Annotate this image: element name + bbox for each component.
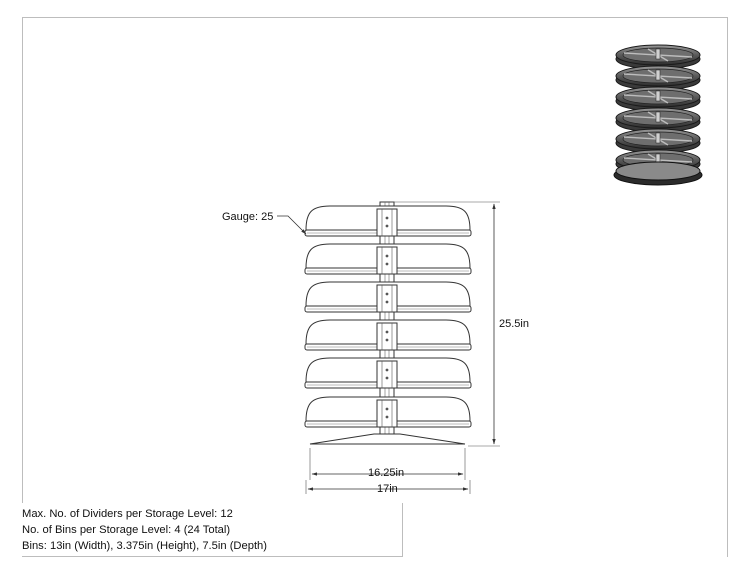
sheet-border-left [22, 17, 23, 503]
iso-tier-3 [615, 86, 701, 112]
gauge-callout: Gauge: 25 [222, 211, 307, 235]
tier-3 [304, 281, 472, 313]
tier-1 [304, 205, 472, 237]
isometric-view [613, 44, 703, 186]
iso-tier-4 [615, 107, 701, 133]
sheet-border-top [22, 17, 728, 18]
inner-width-label: 16.25in [368, 467, 404, 479]
gauge-label: Gauge: 25 [222, 211, 273, 223]
tier-5 [304, 357, 472, 389]
tier-2 [304, 243, 472, 275]
spec-dividers: Max. No. of Dividers per Storage Level: … [22, 508, 233, 520]
overall-width-label: 17in [377, 483, 398, 495]
tier-4 [304, 319, 472, 351]
overall-width-dimension: 17in [305, 480, 471, 495]
tier-6 [304, 396, 472, 428]
height-dimension: 25.5in [390, 201, 529, 447]
spec-bin-size: Bins: 13in (Width), 3.375in (Height), 7.… [22, 540, 267, 552]
spec-bins-per-level: No. of Bins per Storage Level: 4 (24 Tot… [22, 524, 231, 536]
iso-tier-1 [615, 44, 701, 70]
title-block-bottom [22, 556, 403, 557]
spec-notes: Max. No. of Dividers per Storage Level: … [22, 506, 267, 554]
height-label: 25.5in [499, 318, 529, 330]
inner-width-dimension: 16.25in [309, 448, 466, 480]
base-plate [309, 433, 466, 445]
sheet-border-right [727, 17, 728, 557]
iso-tier-5 [615, 128, 701, 154]
iso-tier-2 [615, 65, 701, 91]
storage-tiers [304, 205, 472, 428]
title-block-divider [402, 503, 403, 557]
